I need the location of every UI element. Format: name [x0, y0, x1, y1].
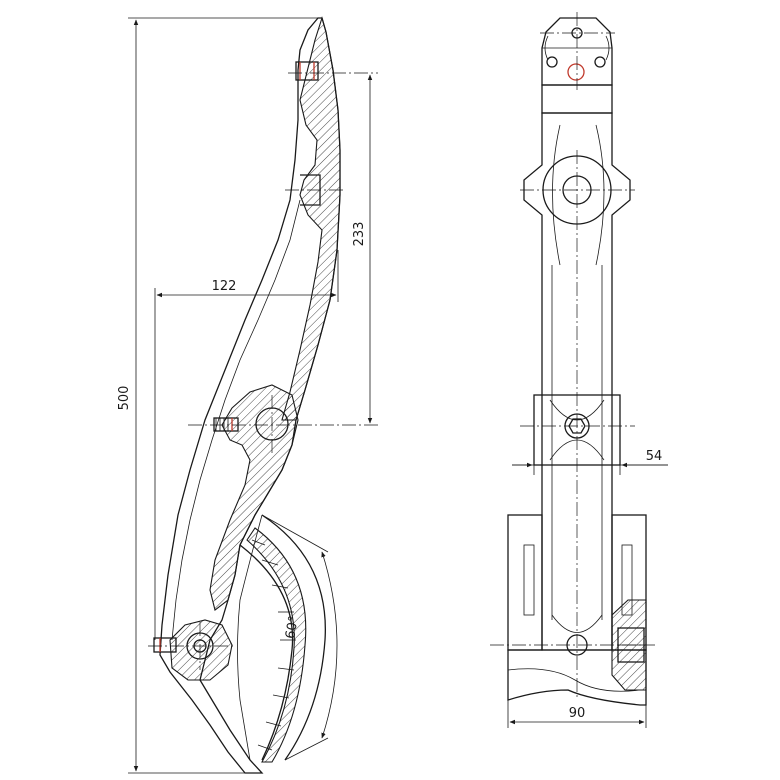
dim-54-label: 54	[646, 449, 663, 464]
side-view: 500 233 122 60°	[117, 16, 378, 774]
arm-upper-web-left	[552, 124, 561, 266]
middle-bolt-hex	[568, 418, 586, 434]
dim-233-label: 233	[352, 222, 367, 247]
base-foot-curve	[507, 668, 641, 692]
middle-set-screw	[213, 417, 239, 432]
dim-60-ext-top	[261, 514, 329, 553]
top-bolt-right	[594, 56, 606, 68]
rack-teeth-band	[246, 527, 307, 763]
dim-60-arc	[321, 551, 338, 739]
top-fitting	[295, 61, 319, 81]
top-center-hole	[567, 63, 585, 81]
rack-inner-arc	[239, 544, 294, 761]
middle-screw-thread	[215, 418, 229, 431]
top-clamp-lug-left	[544, 35, 549, 61]
lower-boss-section	[169, 619, 233, 681]
base-foot	[507, 649, 647, 706]
dim-500-label: 500	[117, 386, 132, 411]
top-clamp-lug-right	[605, 35, 610, 61]
top-bolt-left	[546, 56, 558, 68]
dim-60-label: 60°	[283, 615, 302, 640]
front-view: 54 90	[490, 12, 668, 728]
base-slot-left	[523, 544, 535, 616]
dim-90-label: 90	[569, 706, 586, 721]
rack-ring-arc	[237, 514, 263, 761]
arm-upper-web-right	[595, 124, 605, 266]
inner-contour	[171, 199, 301, 641]
lower-set-screw	[153, 637, 177, 653]
base-block-left	[507, 514, 543, 651]
dim-60-ext-bottom	[284, 737, 329, 761]
middle-bracket-web	[549, 399, 605, 461]
dim-122-label: 122	[212, 279, 237, 294]
middle-boss-section	[209, 384, 299, 611]
rack-teeth	[251, 539, 296, 751]
lower-hub-web	[551, 614, 603, 633]
upper-wall-section	[281, 16, 341, 421]
